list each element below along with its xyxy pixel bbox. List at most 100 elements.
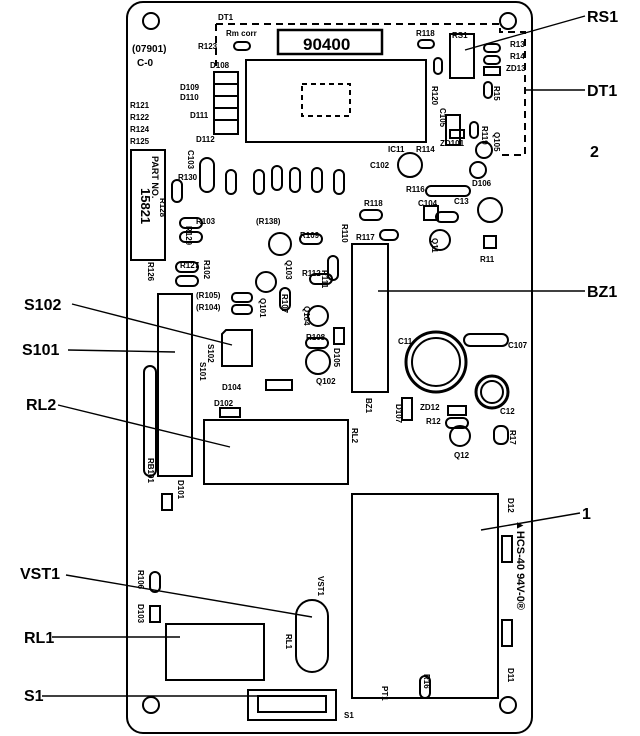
mount-hole bbox=[142, 12, 160, 30]
silk-label-r121: R121 bbox=[130, 101, 150, 110]
resistor bbox=[483, 235, 497, 249]
leader-rs1 bbox=[464, 15, 586, 51]
s1-connector bbox=[247, 689, 337, 721]
silk-label-c107: C107 bbox=[508, 341, 528, 350]
silk-label-r138: (R138) bbox=[256, 217, 281, 226]
resistor bbox=[359, 209, 383, 221]
resistor bbox=[279, 287, 291, 311]
display-value: 90400 bbox=[303, 35, 350, 54]
q102 bbox=[305, 349, 331, 375]
silk-label-q103: Q103 bbox=[284, 260, 293, 280]
silk-label-r120: R120 bbox=[430, 86, 439, 106]
silk-label-d110: D110 bbox=[180, 93, 199, 102]
c107-body bbox=[463, 333, 509, 347]
silk-label-r111: R111 bbox=[320, 270, 329, 289]
q104 bbox=[307, 305, 329, 327]
silk-label-d105: D105 bbox=[332, 348, 341, 368]
mount-hole bbox=[499, 696, 517, 714]
silk-label-r11: R11 bbox=[480, 255, 495, 264]
resistor bbox=[433, 57, 443, 75]
resistor bbox=[333, 169, 345, 195]
d103-diode bbox=[149, 605, 161, 623]
resistor bbox=[327, 255, 339, 281]
d101-diode bbox=[161, 493, 173, 511]
silk-label-bz1-board: BZ1 bbox=[364, 398, 373, 414]
silk-label-zd13: ZD13 bbox=[506, 64, 526, 73]
silk-label-r102: R102 bbox=[202, 260, 211, 280]
mount-hole bbox=[499, 12, 517, 30]
leader-rl2 bbox=[57, 404, 231, 448]
silk-label-zd101: ZD101 bbox=[440, 139, 465, 148]
resistor bbox=[483, 55, 501, 65]
silk-label-d106: D106 bbox=[472, 179, 492, 188]
pcb-outline bbox=[126, 1, 533, 734]
q-transistor bbox=[268, 232, 292, 256]
silk-label-r12: R12 bbox=[426, 417, 441, 426]
resistor bbox=[311, 167, 323, 193]
resistor bbox=[253, 169, 265, 195]
resistor bbox=[271, 165, 283, 191]
silk-label-d107: D107 bbox=[394, 404, 403, 424]
callout-vst1: VST1 bbox=[20, 566, 61, 583]
silk-label-r122: R122 bbox=[130, 113, 150, 122]
c11-cap bbox=[404, 330, 468, 394]
resistor bbox=[225, 169, 237, 195]
part-block bbox=[130, 149, 166, 261]
hcs-marking: ▲HCS-40 94V-0® bbox=[514, 520, 526, 610]
silk-label-r117: R117 bbox=[356, 233, 375, 242]
silk-label-d11: D11 bbox=[506, 668, 515, 683]
q11 bbox=[429, 229, 451, 251]
leader-1 bbox=[480, 512, 581, 531]
resistor bbox=[289, 167, 301, 193]
silk-label-vst1-board: VST1 bbox=[316, 576, 325, 597]
silk-label-d102: D102 bbox=[214, 399, 234, 408]
zener bbox=[483, 66, 501, 76]
c102-cap bbox=[397, 152, 423, 178]
silk-label-q105: Q105 bbox=[492, 132, 501, 152]
callout-s102: S102 bbox=[24, 297, 62, 314]
silk-label-r110: R110 bbox=[340, 224, 349, 243]
silk-label-c12: C12 bbox=[500, 407, 515, 416]
silk-label-r109: R109 bbox=[300, 231, 320, 240]
part-number: 15821 bbox=[138, 188, 153, 224]
silk-label-q102: Q102 bbox=[316, 377, 336, 386]
callout-1: 1 bbox=[582, 506, 591, 523]
d107-diode bbox=[401, 397, 413, 421]
silk-label-d111: D111 bbox=[190, 111, 209, 120]
d11-diode bbox=[501, 619, 513, 647]
callout-s101: S101 bbox=[22, 342, 60, 359]
resistor bbox=[379, 229, 399, 241]
silk-label-r108: R108 bbox=[306, 333, 326, 342]
silk-label-c102: C102 bbox=[370, 161, 390, 170]
resistor bbox=[425, 185, 471, 197]
resistor bbox=[149, 571, 161, 593]
lcd-module bbox=[245, 59, 427, 143]
silk-label-r127: R127 bbox=[180, 261, 200, 270]
resistor bbox=[299, 233, 323, 245]
resistor bbox=[175, 275, 199, 287]
silk-label-pt1: PT1 bbox=[380, 686, 389, 701]
q105 bbox=[475, 141, 493, 159]
silk-label-r15: R15 bbox=[492, 86, 501, 101]
silk-label-r13: R13 bbox=[510, 40, 525, 49]
silk-label-s102-board: S102 bbox=[206, 344, 215, 363]
s102-switch bbox=[221, 329, 253, 367]
silk-label-q12: Q12 bbox=[454, 451, 470, 460]
silk-label-d12: D12 bbox=[506, 498, 515, 513]
resistor bbox=[175, 261, 199, 273]
silk-label-r112: R112 bbox=[302, 269, 321, 278]
silk-label-rb101: RB101 bbox=[146, 458, 155, 483]
callout-rl2: RL2 bbox=[26, 397, 57, 414]
resistor bbox=[419, 675, 431, 699]
silk-label-rl2-board: RL2 bbox=[350, 428, 359, 444]
resistor bbox=[417, 39, 435, 49]
resistor bbox=[483, 81, 493, 99]
silk-label-zd12: ZD12 bbox=[420, 403, 440, 412]
diode bbox=[333, 327, 345, 345]
bz1-buzzer bbox=[351, 243, 389, 393]
display-window bbox=[276, 28, 384, 56]
silk-label-r106: R106 bbox=[136, 570, 145, 590]
callout-s1: S1 bbox=[24, 688, 44, 705]
leader-vst1 bbox=[65, 574, 313, 618]
